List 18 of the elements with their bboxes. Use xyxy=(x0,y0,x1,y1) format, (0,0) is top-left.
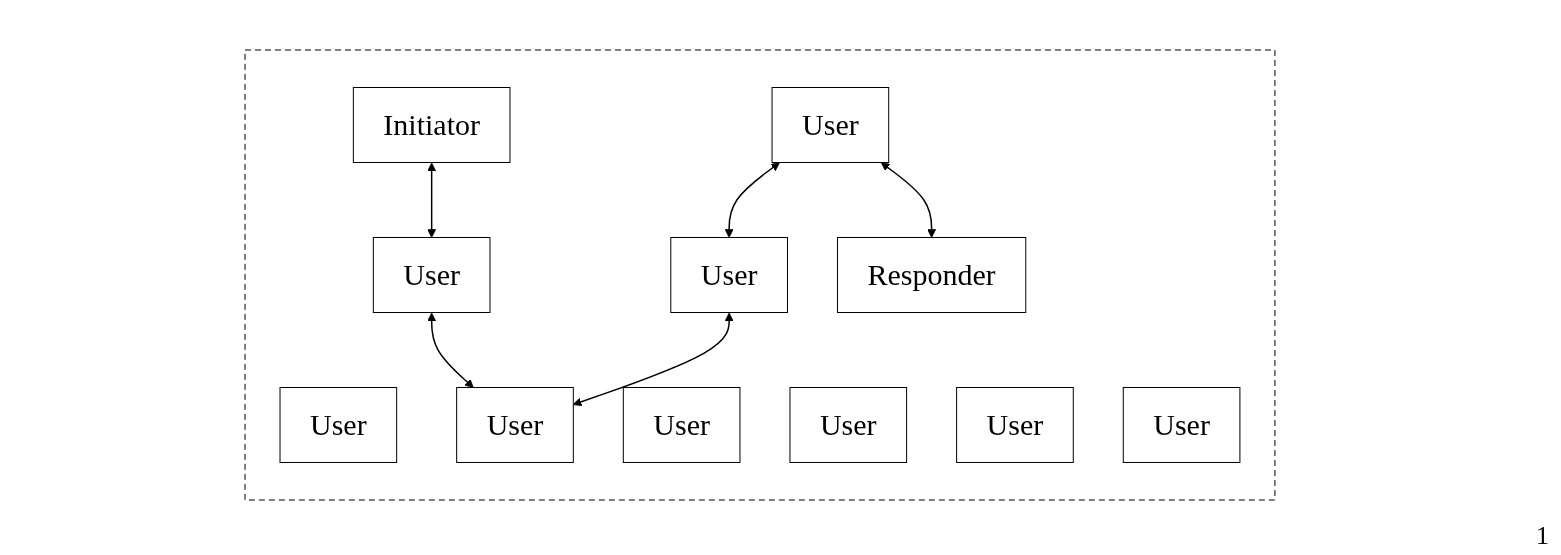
arrow xyxy=(572,312,734,407)
page-number: 1 xyxy=(1536,521,1549,550)
node-box: User xyxy=(1122,387,1241,463)
node-box: User xyxy=(956,387,1074,463)
cluster xyxy=(244,49,1276,501)
arrow xyxy=(427,162,437,238)
node-box: User xyxy=(622,387,741,463)
node-box: User xyxy=(789,387,908,463)
node-box: User xyxy=(456,387,574,463)
node-box: User xyxy=(771,87,890,163)
node-box: User xyxy=(279,387,398,463)
node-box: User xyxy=(372,237,491,313)
arrow xyxy=(880,162,937,238)
arrow xyxy=(427,312,474,388)
node-box: Responder xyxy=(837,237,1027,313)
arrow xyxy=(724,162,780,238)
node-box: Initiator xyxy=(352,87,511,163)
node-box: User xyxy=(670,237,788,313)
